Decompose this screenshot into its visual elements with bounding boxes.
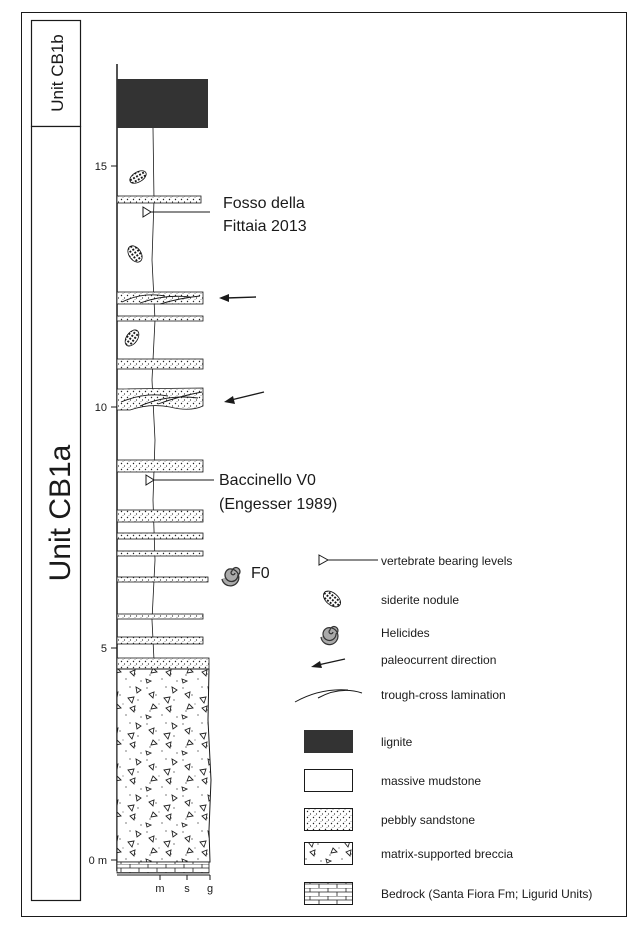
sandstone-bed bbox=[116, 358, 204, 370]
legend-lignite-swatch bbox=[304, 730, 353, 753]
sandstone-bed bbox=[116, 509, 204, 523]
legend-trough-label: trough-cross lamination bbox=[381, 688, 506, 702]
trough-lamina bbox=[120, 394, 169, 403]
vertebrate-level-fosso bbox=[142, 206, 210, 218]
sandstone-bed bbox=[116, 550, 204, 557]
legend-arrowhead-icon bbox=[311, 661, 322, 668]
legend-bedrock-label: Bedrock (Santa Fiora Fm; Ligurid Units) bbox=[381, 887, 592, 901]
legend-trough-icon bbox=[294, 689, 349, 703]
depth-label-10: 10 bbox=[95, 402, 107, 414]
depth-label-5: 5 bbox=[101, 643, 107, 655]
sandstone-bed bbox=[116, 576, 209, 583]
f0-label: F0 bbox=[251, 565, 270, 582]
trough-lamina bbox=[159, 295, 201, 305]
helicides-icon bbox=[221, 566, 241, 587]
arrowhead-icon bbox=[224, 396, 235, 404]
legend-vertebrate-icon bbox=[318, 554, 330, 566]
legend: vertebrate bearing levels siderite nodul… bbox=[294, 554, 592, 905]
sandstone-bed bbox=[116, 532, 204, 540]
vertebrate-level-baccinello bbox=[145, 474, 214, 486]
depth-label-0: 0 m bbox=[89, 855, 107, 867]
unit-cb1b-label: Unit CB1b bbox=[48, 34, 67, 111]
legend-sandstone-label: pebbly sandstone bbox=[381, 813, 475, 827]
legend-paleocurrent-label: paleocurrent direction bbox=[381, 653, 496, 667]
lignite-bed bbox=[117, 79, 208, 128]
sandstone-bed bbox=[116, 636, 204, 645]
depth-label-15: 15 bbox=[95, 161, 107, 173]
trough-cross-laminae bbox=[120, 294, 203, 407]
sandstone-bed bbox=[116, 459, 204, 473]
sandstone-bed bbox=[116, 195, 202, 204]
grain-label-m: m bbox=[155, 883, 164, 895]
legend-trough-icon bbox=[317, 689, 363, 699]
paleocurrent-arrow-icon bbox=[230, 391, 265, 401]
breccia-body bbox=[116, 668, 212, 863]
bedrock-bed bbox=[116, 861, 210, 874]
legend-mudstone-label: massive mudstone bbox=[381, 774, 481, 788]
legend-vertebrate-label: vertebrate bearing levels bbox=[381, 554, 512, 568]
trough-lamina bbox=[121, 294, 166, 303]
fosso-label-line1: Fosso della bbox=[223, 195, 305, 212]
unit-cb1a-label: Unit CB1a bbox=[44, 444, 77, 581]
legend-paleocurrent-icon bbox=[317, 658, 346, 666]
arrowhead-icon bbox=[219, 294, 229, 302]
legend-breccia-swatch bbox=[304, 842, 353, 865]
legend-bedrock-swatch bbox=[304, 882, 353, 905]
paleocurrent-arrows bbox=[219, 294, 265, 404]
vertebrate-level-icon bbox=[145, 474, 155, 486]
trough-lamina bbox=[157, 391, 203, 405]
siderite-nodule-icon bbox=[127, 245, 143, 263]
unit-cb1a-box bbox=[30, 125, 82, 902]
mudstone-profile-line bbox=[151, 127, 156, 661]
grain-label-g: g bbox=[207, 883, 213, 895]
sandstone-beds bbox=[116, 195, 210, 670]
legend-helicides-label: Helicides bbox=[381, 626, 430, 640]
baccinello-label-line2: (Engesser 1989) bbox=[219, 496, 337, 513]
figure-frame bbox=[21, 12, 627, 917]
legend-mudstone-swatch bbox=[304, 769, 353, 792]
helicides-f0 bbox=[221, 566, 241, 587]
legend-siderite-icon bbox=[323, 590, 341, 608]
sandstone-bed bbox=[116, 315, 204, 322]
legend-breccia-label: matrix-supported breccia bbox=[381, 847, 513, 861]
siderite-nodule-icon bbox=[124, 329, 140, 347]
trough-lamina bbox=[139, 396, 199, 407]
grain-label-s: s bbox=[184, 883, 190, 895]
siderite-nodule-icon bbox=[129, 170, 147, 184]
trough-lamina bbox=[139, 295, 191, 304]
legend-siderite-label: siderite nodule bbox=[381, 593, 459, 607]
sandstone-bed bbox=[116, 387, 204, 411]
paleocurrent-arrow-icon bbox=[225, 296, 257, 299]
legend-sandstone-swatch bbox=[304, 808, 353, 831]
fosso-label-line2: Fittaia 2013 bbox=[223, 218, 307, 235]
baccinello-label-line1: Baccinello V0 bbox=[219, 472, 316, 489]
siderite-nodules bbox=[124, 170, 147, 347]
sandstone-bed bbox=[116, 657, 210, 670]
vertebrate-level-icon bbox=[142, 206, 152, 218]
legend-lignite-label: lignite bbox=[381, 735, 413, 749]
sandstone-bed bbox=[116, 613, 204, 620]
legend-helicides-icon bbox=[320, 626, 339, 646]
